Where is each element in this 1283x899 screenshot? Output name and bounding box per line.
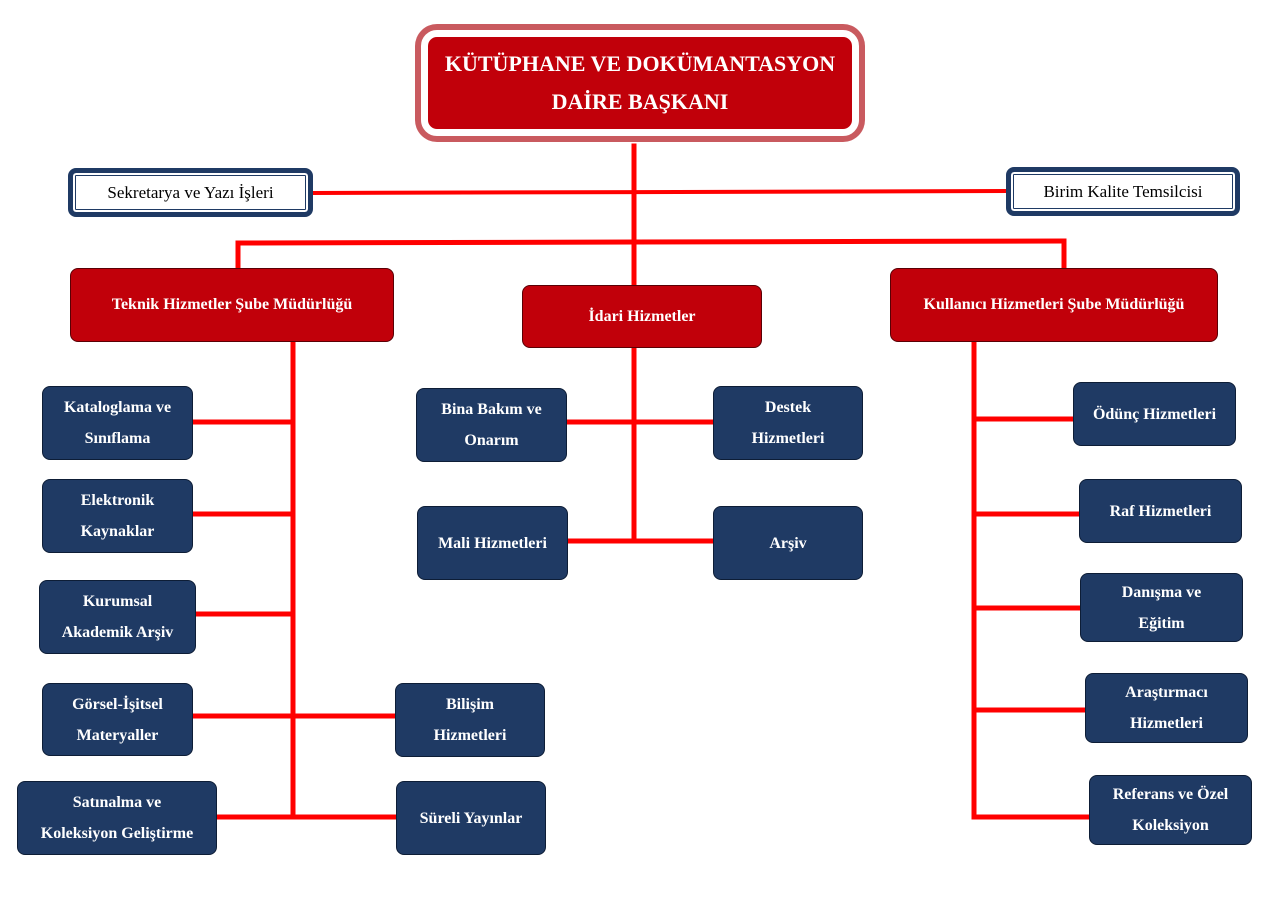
unit-support-box: Destek Hizmetleri <box>713 386 863 460</box>
unit-periodicals-box: Süreli Yayınlar <box>396 781 546 855</box>
unit-researcher-box: Araştırmacı Hizmetleri <box>1085 673 1248 743</box>
branch-admin-box: İdari Hizmetler <box>522 285 762 348</box>
unit-audiovisual-box: Görsel-İşitsel Materyaller <box>42 683 193 756</box>
unit-lending-box: Ödünç Hizmetleri <box>1073 382 1236 446</box>
branch-user-box: Kullanıcı Hizmetleri Şube Müdürlüğü <box>890 268 1218 342</box>
staff-quality-box: Birim Kalite Temsilcisi <box>1006 167 1240 216</box>
staff-secretariat-box: Sekretarya ve Yazı İşleri <box>68 168 313 217</box>
unit-maintenance-box: Bina Bakım ve Onarım <box>416 388 567 462</box>
head-box: KÜTÜPHANE VE DOKÜMANTASYON DAİRE BAŞKANI <box>417 26 863 140</box>
unit-it-box: Bilişim Hizmetleri <box>395 683 545 757</box>
unit-archive-box: Arşiv <box>713 506 863 580</box>
unit-electronic-box: Elektronik Kaynaklar <box>42 479 193 553</box>
unit-cataloging-box: Kataloglama ve Sınıflama <box>42 386 193 460</box>
unit-reference-box: Referans ve Özel Koleksiyon <box>1089 775 1252 845</box>
unit-repository-box: Kurumsal Akademik Arşiv <box>39 580 196 654</box>
unit-consulting-box: Danışma ve Eğitim <box>1080 573 1243 642</box>
unit-acquisition-box: Satınalma ve Koleksiyon Geliştirme <box>17 781 217 855</box>
unit-shelf-box: Raf Hizmetleri <box>1079 479 1242 543</box>
unit-finance-box: Mali Hizmetleri <box>417 506 568 580</box>
branch-technical-box: Teknik Hizmetler Şube Müdürlüğü <box>70 268 394 342</box>
